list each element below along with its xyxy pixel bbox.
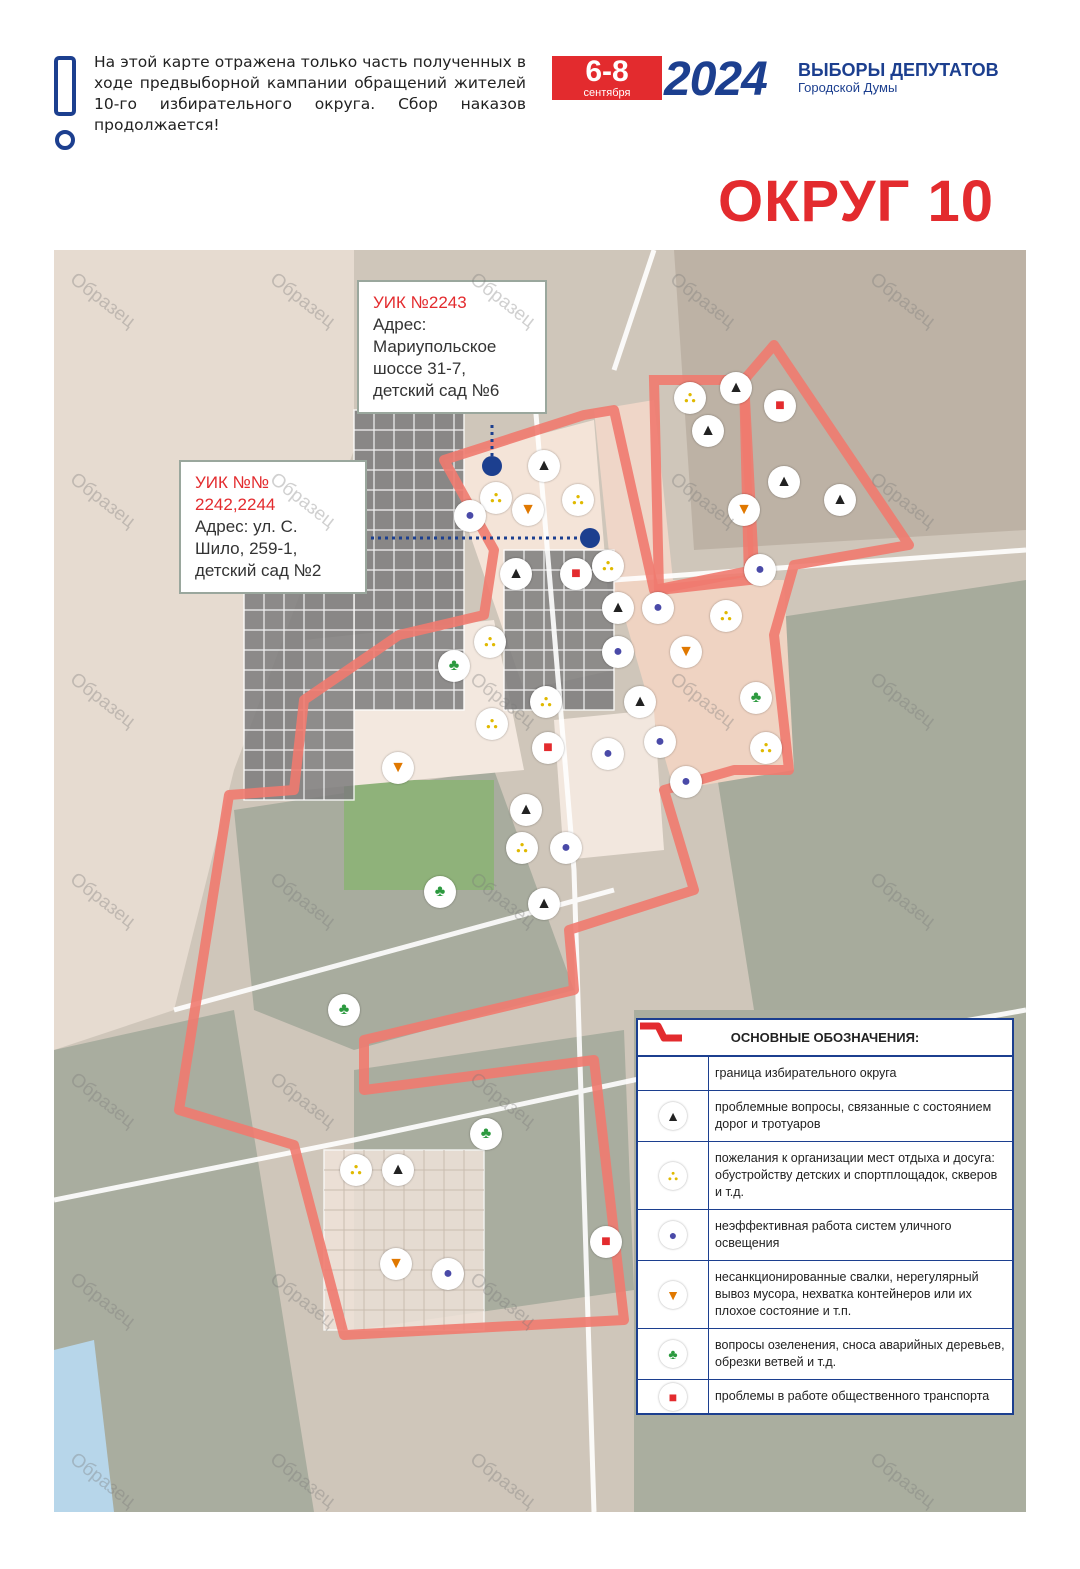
callout-uik-2243-number: УИК №2243: [373, 293, 467, 312]
callout-uik-2242-address: Адрес: ул. С. Шило, 259-1, детский сад №…: [195, 517, 322, 580]
road-icon: ▲: [528, 450, 560, 482]
road-icon: ▲: [602, 592, 634, 624]
light-bulb-icon: ●: [550, 832, 582, 864]
legend-row-green: ♣ вопросы озеленения, сноса аварийных де…: [638, 1329, 1012, 1380]
light-bulb-icon: ●: [744, 554, 776, 586]
bus-icon: ■: [532, 732, 564, 764]
tree-cutting-icon: ♣: [328, 994, 360, 1026]
bus-icon: ■: [560, 558, 592, 590]
road-icon: ▲: [624, 686, 656, 718]
election-subtitle: Городской Думы: [798, 80, 898, 95]
road-icon: ▲: [659, 1102, 687, 1130]
road-icon: ▲: [510, 794, 542, 826]
light-bulb-icon: ●: [432, 1258, 464, 1290]
legend-text-trash: несанкционированные свалки, нерегулярный…: [715, 1270, 979, 1318]
road-icon: ▲: [500, 558, 532, 590]
tree-cutting-icon: ♣: [438, 650, 470, 682]
trash-bin-icon: ▼: [380, 1248, 412, 1280]
legend-row-boundary: граница избирательного округа: [638, 1022, 1012, 1091]
playground-slide-icon: ⛬: [710, 600, 742, 632]
bus-icon: ■: [764, 390, 796, 422]
trash-bin-icon: ▼: [670, 636, 702, 668]
tree-cutting-icon: ♣: [424, 876, 456, 908]
legend-text-green: вопросы озеленения, сноса аварийных дере…: [715, 1338, 1005, 1369]
playground-slide-icon: ⛬: [750, 732, 782, 764]
tree-cutting-icon: ♣: [740, 682, 772, 714]
trash-bin-icon: ▼: [728, 494, 760, 526]
legend-title: ОСНОВНЫЕ ОБОЗНАЧЕНИЯ:: [638, 1020, 1012, 1057]
light-bulb-icon: ●: [659, 1221, 687, 1249]
date-month: сентября: [583, 87, 631, 99]
callout-uik-2243: УИК №2243 Адрес: Мариупольское шоссе 31-…: [357, 280, 547, 414]
legend-text-light: неэффективная работа систем уличного осв…: [715, 1219, 952, 1250]
playground-slide-icon: ⛬: [659, 1161, 687, 1190]
district-map: УИК №2243 Адрес: Мариупольское шоссе 31-…: [54, 250, 1026, 1512]
playground-slide-icon: ⛬: [340, 1154, 372, 1186]
road-icon: ▲: [528, 888, 560, 920]
playground-slide-icon: ⛬: [506, 832, 538, 864]
map-legend: ОСНОВНЫЕ ОБОЗНАЧЕНИЯ: граница избиратель…: [636, 1018, 1014, 1415]
legend-text-boundary: граница избирательного округа: [715, 1066, 897, 1080]
trash-bin-icon: ▼: [512, 494, 544, 526]
trash-bin-icon: ▼: [382, 752, 414, 784]
road-icon: ▲: [720, 372, 752, 404]
road-icon: ▲: [768, 466, 800, 498]
light-bulb-icon: ●: [454, 500, 486, 532]
legend-row-light: ● неэффективная работа систем уличного о…: [638, 1210, 1012, 1261]
legend-text-leisure: пожелания к организации мест отдыха и до…: [715, 1151, 998, 1199]
light-bulb-icon: ●: [642, 592, 674, 624]
tree-cutting-icon: ♣: [659, 1340, 687, 1368]
tree-cutting-icon: ♣: [470, 1118, 502, 1150]
road-icon: ▲: [692, 415, 724, 447]
election-date-badge: 6-8 сентября: [552, 56, 662, 100]
callout-uik-2242: УИК №№ 2242,2244 Адрес: ул. С. Шило, 259…: [179, 460, 367, 594]
boundary-line-icon: [640, 1022, 682, 1042]
road-icon: ▲: [382, 1154, 414, 1186]
bus-icon: ■: [659, 1382, 687, 1411]
light-bulb-icon: ●: [592, 738, 624, 770]
election-year: 2024: [664, 53, 768, 106]
legend-row-trash: ▼ несанкционированные свалки, нерегулярн…: [638, 1261, 1012, 1329]
trash-bin-icon: ▼: [659, 1280, 687, 1309]
legend-row-leisure: ⛬ пожелания к организации мест отдыха и …: [638, 1142, 1012, 1210]
bus-icon: ■: [590, 1226, 622, 1258]
playground-slide-icon: ⛬: [562, 484, 594, 516]
road-icon: ▲: [824, 484, 856, 516]
light-bulb-icon: ●: [670, 766, 702, 798]
map-notice-text: На этой карте отражена только часть полу…: [94, 53, 526, 134]
playground-slide-icon: ⛬: [476, 708, 508, 740]
date-range: 6-8: [585, 55, 629, 88]
light-bulb-icon: ●: [644, 726, 676, 758]
playground-slide-icon: ⛬: [530, 686, 562, 718]
district-title: ОКРУГ 10: [718, 169, 995, 234]
callout-uik-2243-address: Адрес: Мариупольское шоссе 31-7, детский…: [373, 315, 500, 400]
legend-row-road: ▲ проблемные вопросы, связанные с состоя…: [638, 1091, 1012, 1142]
playground-slide-icon: ⛬: [474, 626, 506, 658]
playground-slide-icon: ⛬: [480, 482, 512, 514]
playground-slide-icon: ⛬: [592, 550, 624, 582]
legend-row-bus: ■ проблемы в работе общественного трансп…: [638, 1380, 1012, 1413]
callout-uik-2242-number: УИК №№ 2242,2244: [195, 473, 276, 514]
info-exclamation-icon: [54, 56, 76, 150]
election-title: ВЫБОРЫ ДЕПУТАТОВ: [798, 60, 999, 80]
legend-text-road: проблемные вопросы, связанные с состояни…: [715, 1100, 992, 1131]
playground-slide-icon: ⛬: [674, 382, 706, 414]
light-bulb-icon: ●: [602, 636, 634, 668]
legend-text-bus: проблемы в работе общественного транспор…: [715, 1389, 990, 1403]
